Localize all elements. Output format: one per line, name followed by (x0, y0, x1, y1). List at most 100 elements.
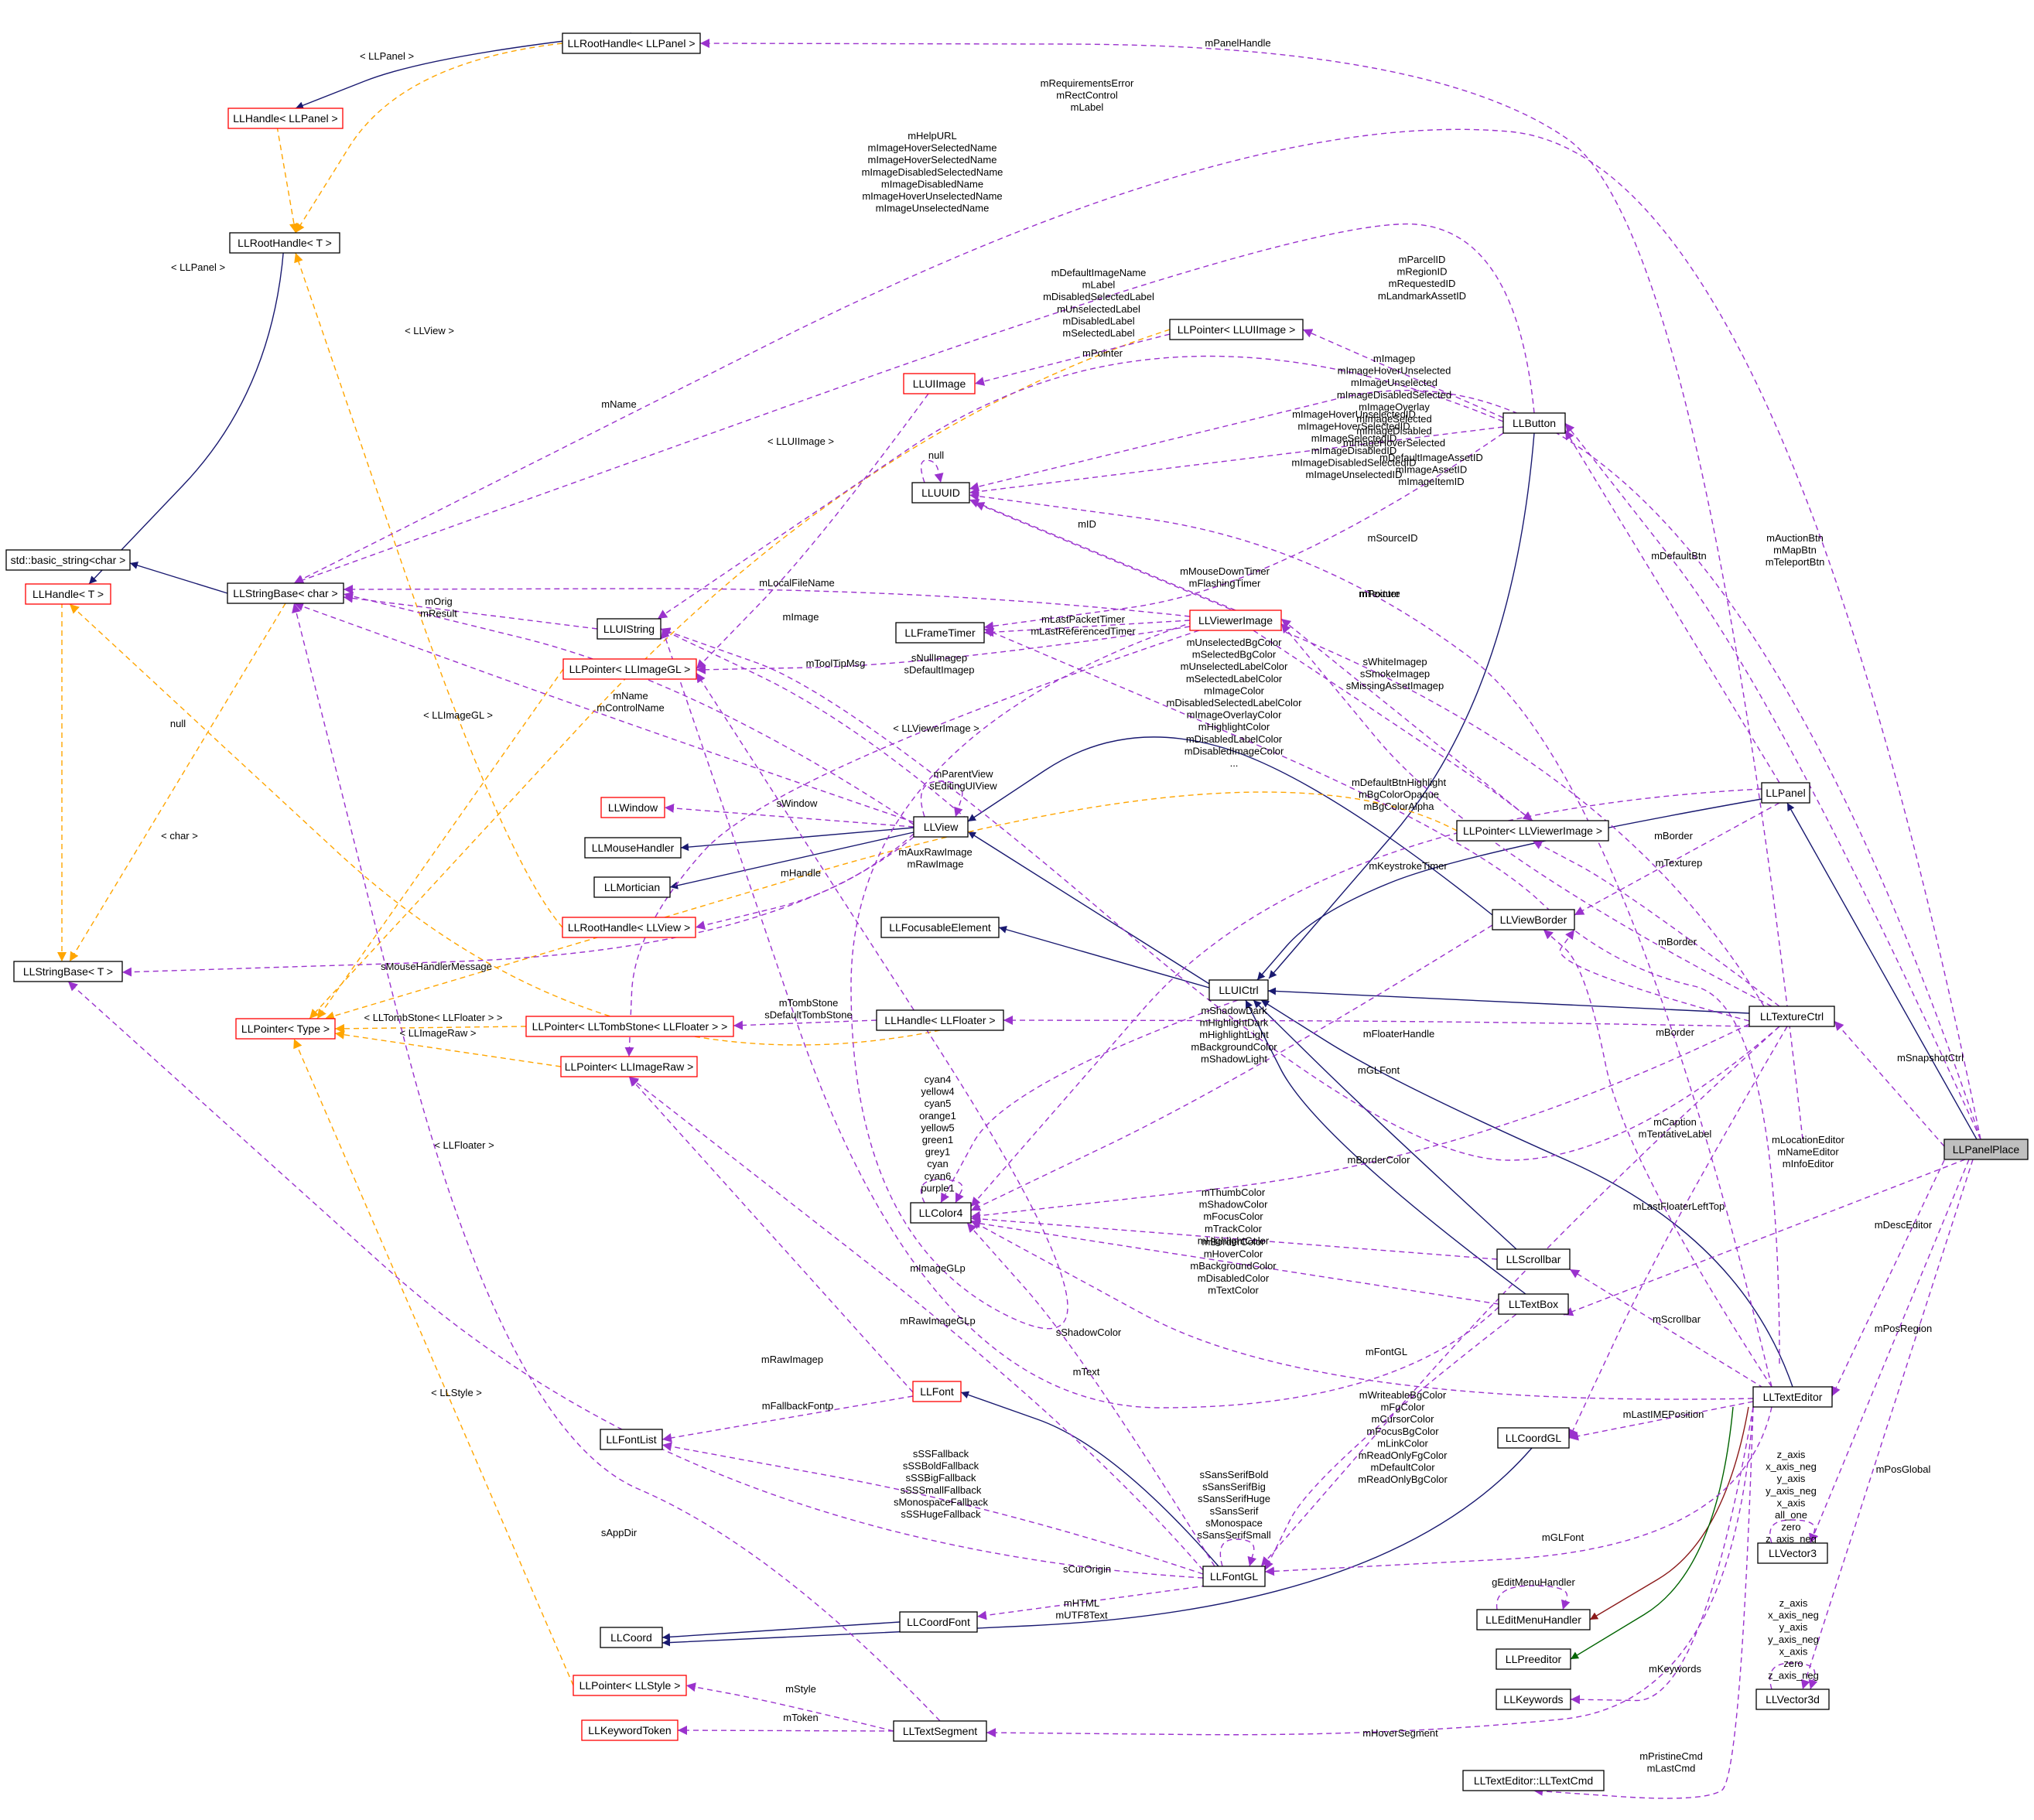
edge-LLView-to-LLStringBaseT (121, 836, 914, 977)
edge-LLFont-to-LLPointerImageRaw (628, 1076, 914, 1393)
node-box (1943, 1139, 2029, 1160)
node-LLViewBorder[interactable]: LLViewBorder (1492, 909, 1575, 930)
node-LLViewerImage[interactable]: LLViewerImage (1189, 610, 1282, 631)
node-label: LLScrollbar (1506, 1253, 1561, 1265)
edge-LLHandleFloater-to-LLPointerTombStone (733, 1019, 877, 1030)
edge-label-LLUUID-to-LLUUID: null (928, 449, 944, 461)
node-LLPreeditor[interactable]: LLPreeditor (1496, 1648, 1571, 1670)
edge-label-LLView-to-LLWindow: sWindow (777, 797, 818, 809)
edge-LLFont-to-LLFontList (661, 1395, 914, 1443)
node-LLPointerStyle[interactable]: LLPointer< LLStyle > (573, 1675, 687, 1696)
node-LLUIImage[interactable]: LLUIImage (903, 373, 976, 394)
node-LLVector3d[interactable]: LLVector3d (1755, 1689, 1830, 1710)
edge-label-LLView-to-LLStringBaseChar: mName (601, 398, 637, 410)
edge-label-LLFont-to-LLPointerImageRaw: mRawImagep (761, 1354, 823, 1365)
edge-label-LLEditMenuHandler-to-LLEditMenuHandler: gEditMenuHandler (1492, 1576, 1575, 1588)
node-label: LLStringBase< T > (23, 965, 113, 978)
node-LLTextureCtrl[interactable]: LLTextureCtrl (1749, 1006, 1835, 1027)
node-LLMouseHandler[interactable]: LLMouseHandler (584, 837, 682, 859)
node-LLPointerTombStone[interactable]: LLPointer< LLTombStone< LLFloater > > (525, 1016, 734, 1037)
node-LLStringBaseT[interactable]: LLStringBase< T > (13, 961, 123, 982)
node-LLCoordFont[interactable]: LLCoordFont (899, 1611, 978, 1633)
edge-label-LLTextBox-to-LLFontGL: mFontGL (1366, 1346, 1407, 1357)
edge-label-LLFontGL-to-LLPointerImageRaw: mRawImageGLp (900, 1315, 976, 1327)
node-stdBasicString[interactable]: std::basic_string<char > (5, 549, 131, 571)
node-label: LLPointer< LLUIImage > (1178, 323, 1296, 336)
edge-LLTextSegment-to-LLKeywordToken (677, 1726, 894, 1736)
edge-LLRootHandleT-to-LLHandleT (88, 232, 285, 585)
edge-LLTextureCtrl-to-LLCoordGL (1568, 1026, 1788, 1439)
node-LLFocusableElement[interactable]: LLFocusableElement (880, 917, 1000, 938)
edge-label-LLTextureCtrl-to-LLViewerImage: mTexture (1359, 588, 1400, 599)
node-LLFontGL[interactable]: LLFontGL (1202, 1566, 1266, 1587)
node-label: std::basic_string<char > (11, 554, 126, 566)
node-LLTextEditorCmd[interactable]: LLTextEditor::LLTextCmd (1462, 1770, 1605, 1791)
node-label: LLHandle< LLFloater > (884, 1014, 995, 1026)
node-LLWindow[interactable]: LLWindow (600, 797, 665, 818)
node-label: LLPointer< LLViewerImage > (1463, 825, 1602, 837)
edge-label-LLTextEditor-to-LLScrollbar: mScrollbar (1653, 1313, 1701, 1325)
node-LLRootHandleT[interactable]: LLRootHandle< T > (229, 232, 340, 254)
node-LLStringBaseChar[interactable]: LLStringBase< char > (227, 582, 344, 604)
node-LLFontList[interactable]: LLFontList (600, 1429, 663, 1450)
node-label: LLCoordFont (907, 1616, 970, 1628)
edge-label-LLPanel-to-LLButton: mDefaultBtn (1651, 550, 1707, 562)
node-LLKeywords[interactable]: LLKeywords (1496, 1689, 1571, 1710)
node-LLRootHandleView[interactable]: LLRootHandle< LLView > (562, 917, 696, 938)
node-LLView[interactable]: LLView (913, 816, 969, 838)
edge-label-LLRootHandlePanel-to-LLRootHandleT: < LLPanel > (171, 261, 225, 273)
node-LLRootHandlePanel[interactable]: LLRootHandle< LLPanel > (562, 32, 701, 54)
node-box (910, 1202, 972, 1224)
edge-label-LLPanelPlace-to-LLTextBox: mDescEditor (1875, 1219, 1933, 1231)
node-LLUUID[interactable]: LLUUID (911, 482, 970, 504)
node-LLScrollbar[interactable]: LLScrollbar (1496, 1248, 1571, 1270)
edge-LLTextureCtrl-to-LLFontGL (1260, 1026, 1780, 1567)
edge-LLRootHandleView-to-LLRootHandleT (294, 252, 563, 928)
node-LLEditMenuHandler[interactable]: LLEditMenuHandler (1476, 1609, 1591, 1630)
node-label: LLFocusableElement (889, 921, 991, 934)
node-LLColor4[interactable]: LLColor4 (910, 1202, 972, 1224)
node-LLMortician[interactable]: LLMortician (593, 876, 671, 898)
node-LLPointerViewerImage[interactable]: LLPointer< LLViewerImage > (1456, 820, 1609, 842)
node-LLHandleT[interactable]: LLHandle< T > (25, 583, 111, 605)
node-LLVector3[interactable]: LLVector3 (1757, 1542, 1828, 1564)
edge-LLTextEditor-to-LLPreeditor (1570, 1406, 1734, 1660)
edge-LLColor4-to-LLColor4 (920, 1179, 964, 1204)
node-LLFont[interactable]: LLFont (912, 1381, 962, 1402)
node-LLButton[interactable]: LLButton (1502, 412, 1566, 434)
edge-LLCoordFont-to-LLCoord (661, 1621, 901, 1641)
edge-LLUIImage-to-LLPointerLLImageGL (696, 393, 929, 670)
edge-LLPointerImageRaw-to-LLPointerType (334, 1030, 562, 1067)
node-LLKeywordToken[interactable]: LLKeywordToken (581, 1719, 679, 1741)
node-LLTextEditor[interactable]: LLTextEditor (1752, 1386, 1833, 1408)
node-label: LLPreeditor (1506, 1653, 1562, 1665)
node-LLUICtrl[interactable]: LLUICtrl (1208, 979, 1269, 1001)
node-LLPointerUIImage[interactable]: LLPointer< LLUIImage > (1169, 319, 1304, 340)
edge-label-LLHandleFloater-to-LLHandleT: < LLFloater > (434, 1139, 494, 1151)
node-LLHandlePanel[interactable]: LLHandle< LLPanel > (227, 108, 344, 129)
node-LLHandleFloater[interactable]: LLHandle< LLFloater > (876, 1009, 1004, 1031)
node-label: LLPointer< LLTombStone< LLFloater > > (532, 1020, 728, 1033)
node-LLUIString[interactable]: LLUIString (597, 618, 661, 640)
node-label: LLFont (920, 1385, 954, 1398)
edge-LLViewerImage-to-LLPointerLLImageGL (696, 626, 1191, 674)
node-box (581, 1719, 679, 1741)
node-LLTextBox[interactable]: LLTextBox (1498, 1293, 1569, 1315)
node-LLCoord[interactable]: LLCoord (600, 1627, 663, 1648)
node-LLPointerLLImageGL[interactable]: LLPointer< LLImageGL > (562, 658, 697, 680)
edge-LLViewerImage-to-LLStringBaseChar (343, 584, 1191, 617)
node-LLPointerImageRaw[interactable]: LLPointer< LLImageRaw > (560, 1056, 698, 1077)
node-LLPointerType[interactable]: LLPointer< Type > (235, 1018, 336, 1040)
node-LLPanelPlace[interactable]: LLPanelPlace (1943, 1139, 2029, 1160)
node-LLCoordGL[interactable]: LLCoordGL (1497, 1427, 1570, 1449)
node-LLTextSegment[interactable]: LLTextSegment (893, 1720, 987, 1742)
node-LLFrameTimer[interactable]: LLFrameTimer (895, 622, 985, 644)
node-label: LLFontList (606, 1433, 656, 1446)
edge-LLViewerImage-to-LLUUID (969, 499, 1236, 611)
node-LLPanel[interactable]: LLPanel (1761, 782, 1810, 804)
